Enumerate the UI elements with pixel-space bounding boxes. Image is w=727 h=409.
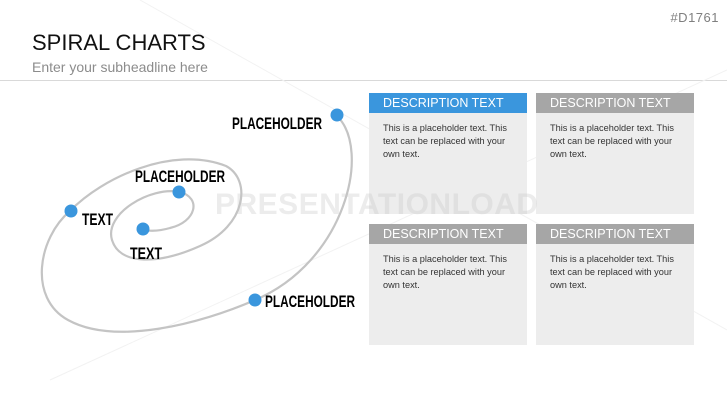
spiral-point bbox=[172, 185, 186, 199]
slide-title: SPIRAL CHARTS bbox=[32, 30, 206, 55]
description-card: DESCRIPTION TEXT This is a placeholder t… bbox=[536, 224, 694, 345]
card-header: DESCRIPTION TEXT bbox=[536, 224, 694, 244]
description-card: DESCRIPTION TEXT This is a placeholder t… bbox=[369, 224, 527, 345]
card-header: DESCRIPTION TEXT bbox=[369, 224, 527, 244]
description-card: DESCRIPTION TEXT This is a placeholder t… bbox=[536, 93, 694, 214]
card-header: DESCRIPTION TEXT bbox=[369, 93, 527, 113]
card-body: This is a placeholder text. This text ca… bbox=[383, 123, 507, 159]
spiral-point bbox=[330, 108, 344, 122]
spiral-label: PLACEHOLDER bbox=[265, 292, 355, 311]
spiral-point bbox=[64, 204, 78, 218]
description-card: DESCRIPTION TEXT This is a placeholder t… bbox=[369, 93, 527, 214]
card-body: This is a placeholder text. This text ca… bbox=[383, 254, 507, 290]
card-body: This is a placeholder text. This text ca… bbox=[550, 254, 674, 290]
slide-code: #D1761 bbox=[670, 10, 719, 25]
card-body: This is a placeholder text. This text ca… bbox=[550, 123, 674, 159]
spiral-label: PLACEHOLDER bbox=[135, 167, 225, 186]
spiral-label: TEXT bbox=[130, 244, 162, 263]
spiral-point bbox=[248, 293, 262, 307]
spiral-point bbox=[136, 222, 150, 236]
slide-subheadline: Enter your subheadline here bbox=[32, 59, 208, 75]
spiral-label: TEXT bbox=[82, 210, 113, 229]
header-divider bbox=[0, 80, 727, 81]
spiral-label: PLACEHOLDER bbox=[232, 114, 322, 133]
watermark: PRESENTATIONLOAD bbox=[215, 188, 539, 221]
card-header: DESCRIPTION TEXT bbox=[536, 93, 694, 113]
